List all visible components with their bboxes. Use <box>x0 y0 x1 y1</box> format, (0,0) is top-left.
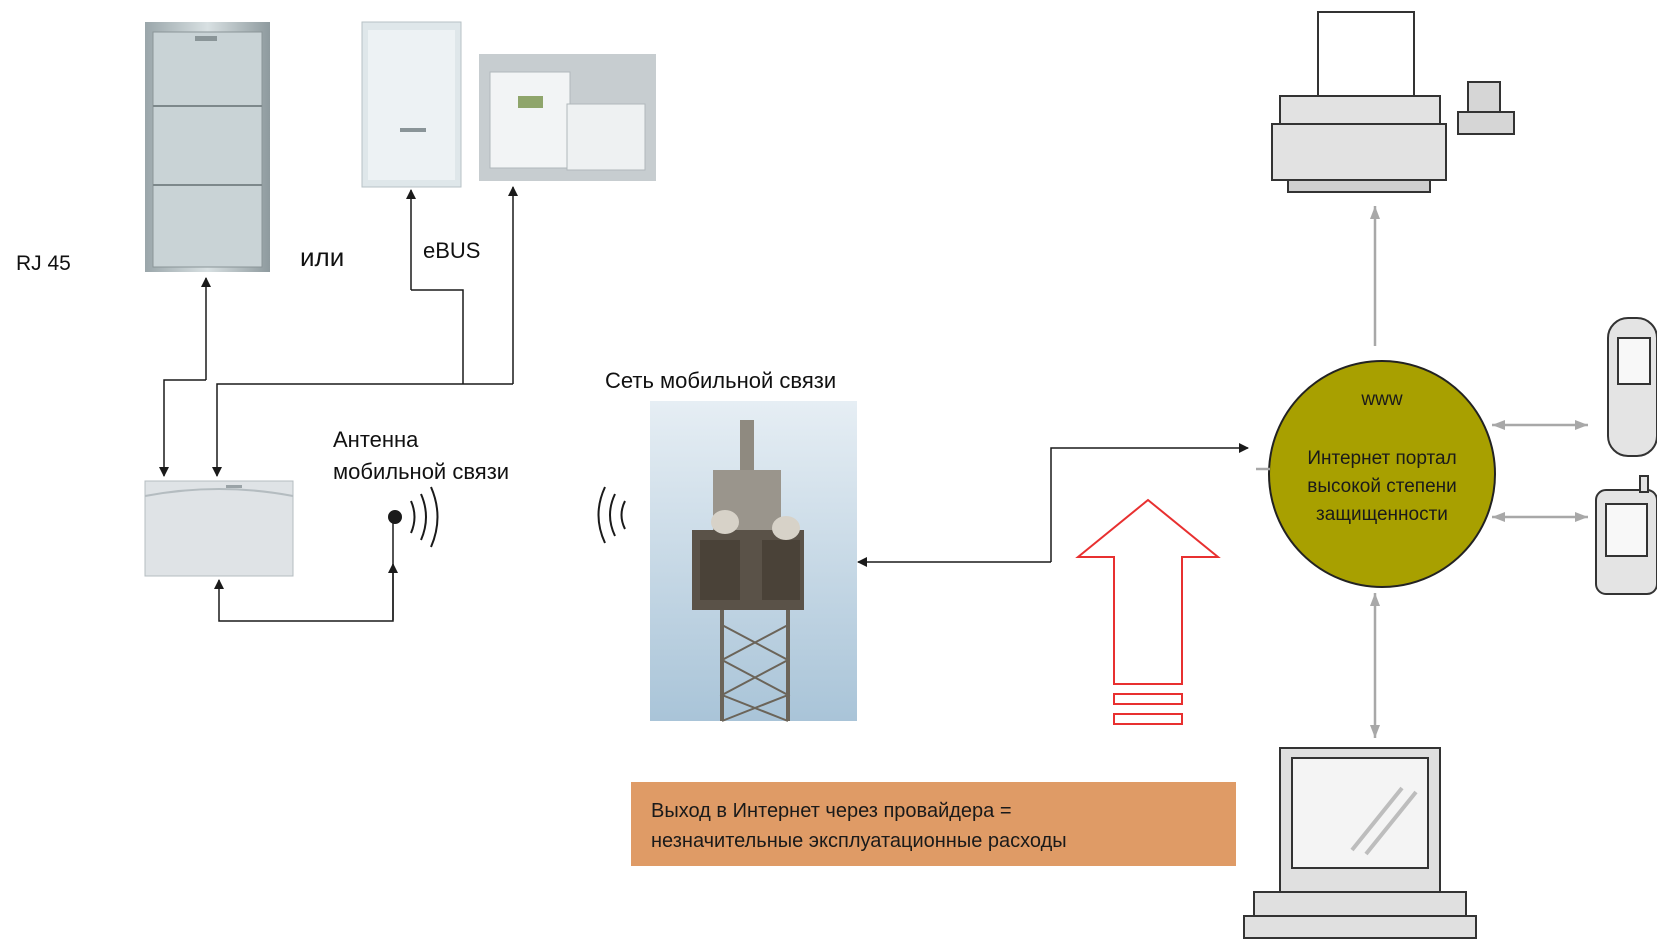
tower-signal-icon <box>597 486 626 544</box>
antenna-label-line2: мобильной связи <box>333 459 510 484</box>
internet-access-arrow <box>1075 498 1221 725</box>
antenna-label-line1: Антенна <box>333 427 419 452</box>
pda-icon <box>1595 475 1657 595</box>
mobile-phone-icon <box>1607 317 1657 457</box>
antenna-signal-icon <box>388 486 439 548</box>
floor-boiler-image <box>145 22 270 272</box>
internet-portal-circle <box>1268 360 1496 588</box>
communication-unit-image <box>144 480 294 577</box>
portal-title-line1: Интернет портал <box>1307 448 1457 469</box>
cell-tower-image <box>650 401 857 722</box>
laptop-icon <box>1243 747 1477 939</box>
room-controller-image <box>479 54 656 181</box>
or-label: или <box>300 242 345 272</box>
provider-info-box: Выход в Интернет через провайдера = незн… <box>631 782 1236 866</box>
info-box-line2: незначительные эксплуатационные расходы <box>651 830 1067 852</box>
ebus-label: eBUS <box>423 238 481 263</box>
portal-title-line3: защищенности <box>1316 504 1448 525</box>
printer-icon <box>1271 11 1515 193</box>
portal-arrows <box>1256 206 1588 738</box>
wall-boiler-image <box>361 21 462 188</box>
connection-lines <box>159 186 1249 622</box>
rj45-label: RJ 45 <box>16 252 71 275</box>
mobile-network-label: Сеть мобильной связи <box>605 368 837 393</box>
portal-www-label: www <box>1361 389 1403 410</box>
info-box-line1: Выход в Интернет через провайдера = <box>651 800 1012 822</box>
portal-title-line2: высокой степени <box>1307 476 1457 497</box>
